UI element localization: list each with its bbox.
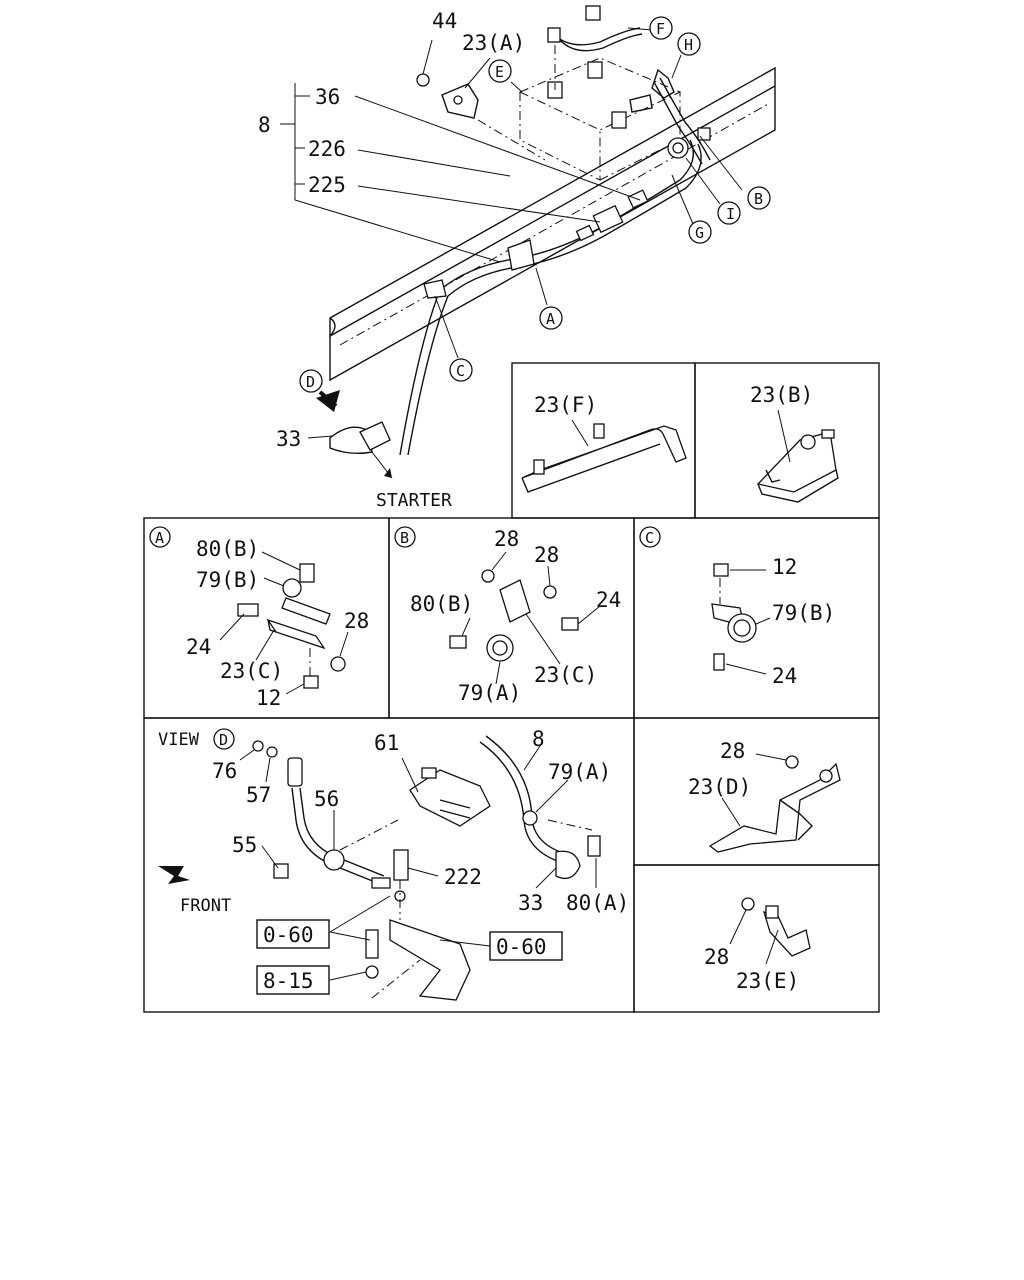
svg-text:0-60: 0-60 [496, 935, 547, 959]
svg-text:F: F [656, 20, 665, 38]
svg-text:C: C [456, 362, 465, 380]
svg-text:8-15: 8-15 [263, 969, 314, 993]
callout-226: 226 [308, 137, 346, 161]
svg-text:E: E [495, 63, 504, 81]
svg-text:C: C [645, 529, 654, 547]
svg-text:23(C): 23(C) [534, 663, 597, 687]
circle-letter-i: I [717, 201, 741, 225]
svg-text:12: 12 [256, 686, 281, 710]
svg-text:A: A [546, 310, 555, 328]
callout-33: 33 [276, 427, 301, 451]
panel-23e-frame [633, 864, 880, 1013]
detail-b: B 28 28 80(B) 24 79(A) 23(C) [394, 526, 621, 705]
svg-text:80(B): 80(B) [196, 537, 259, 561]
svg-text:79(A): 79(A) [458, 681, 521, 705]
svg-text:D: D [306, 373, 315, 391]
svg-text:28: 28 [344, 609, 369, 633]
svg-text:24: 24 [772, 664, 797, 688]
svg-text:28: 28 [704, 945, 729, 969]
frame-rail [329, 66, 776, 382]
view-d: VIEW D [158, 727, 629, 1001]
bracket-23a [416, 73, 546, 161]
main-cable [329, 68, 711, 456]
svg-text:33: 33 [518, 891, 543, 915]
leader-lines [280, 27, 743, 479]
panel-23d: 28 23(D) [688, 739, 841, 853]
label-23f: 23(F) [534, 393, 597, 417]
panel-23b: 23(B) [750, 383, 839, 503]
svg-text:24: 24 [186, 635, 211, 659]
svg-text:G: G [695, 224, 704, 242]
svg-text:I: I [726, 205, 735, 223]
starter-label: STARTER [376, 490, 452, 511]
svg-text:D: D [219, 731, 228, 749]
circle-letter-d: D [299, 369, 323, 393]
callout-44: 44 [432, 9, 457, 33]
callout-23a: 23(A) [462, 31, 525, 55]
circle-letter-f: F [649, 16, 673, 40]
svg-text:28: 28 [494, 527, 519, 551]
circle-letter-e: E [488, 59, 512, 83]
callout-8: 8 [258, 113, 271, 137]
svg-text:80(B): 80(B) [410, 592, 473, 616]
panel-23e: 28 23(E) [704, 897, 811, 993]
svg-text:57: 57 [246, 783, 271, 807]
circle-letter-b: B [747, 186, 771, 210]
svg-text:79(B): 79(B) [772, 601, 835, 625]
svg-text:12: 12 [772, 555, 797, 579]
svg-text:55: 55 [232, 833, 257, 857]
detail-c-frame [633, 517, 880, 719]
svg-text:A: A [155, 529, 164, 547]
svg-text:0-60: 0-60 [263, 923, 314, 947]
circle-letter-h: H [677, 32, 701, 56]
svg-text:61: 61 [374, 731, 399, 755]
svg-text:80(A): 80(A) [566, 891, 629, 915]
svg-text:FRONT: FRONT [180, 896, 231, 916]
main-illustration: 44 23(A) 8 36 226 225 33 STARTER E F H B… [258, 5, 776, 511]
svg-text:76: 76 [212, 759, 237, 783]
svg-text:B: B [400, 529, 409, 547]
circle-letter-c: C [449, 358, 473, 382]
panel-23f: 23(F) [521, 393, 687, 493]
svg-text:79(B): 79(B) [196, 568, 259, 592]
svg-text:222: 222 [444, 865, 482, 889]
svg-text:79(A): 79(A) [548, 760, 611, 784]
svg-text:24: 24 [596, 588, 621, 612]
svg-text:H: H [684, 36, 693, 54]
svg-text:8: 8 [532, 727, 545, 751]
callout-36: 36 [315, 85, 340, 109]
svg-text:28: 28 [720, 739, 745, 763]
svg-text:56: 56 [314, 787, 339, 811]
svg-text:23(D): 23(D) [688, 775, 751, 799]
svg-text:23(C): 23(C) [220, 659, 283, 683]
callout-225: 225 [308, 173, 346, 197]
detail-c: C 12 79(B) 24 [639, 526, 835, 688]
svg-text:28: 28 [534, 543, 559, 567]
cable-to-f [547, 5, 643, 90]
svg-text:B: B [754, 190, 763, 208]
label-23b-top: 23(B) [750, 383, 813, 407]
circle-letter-g: G [688, 220, 712, 244]
svg-text:VIEW: VIEW [158, 730, 200, 750]
svg-text:23(E): 23(E) [736, 969, 799, 993]
circle-letter-a: A [539, 306, 563, 330]
detail-a: A 80(B) 79(B) 24 28 23(C) 12 [149, 526, 369, 710]
